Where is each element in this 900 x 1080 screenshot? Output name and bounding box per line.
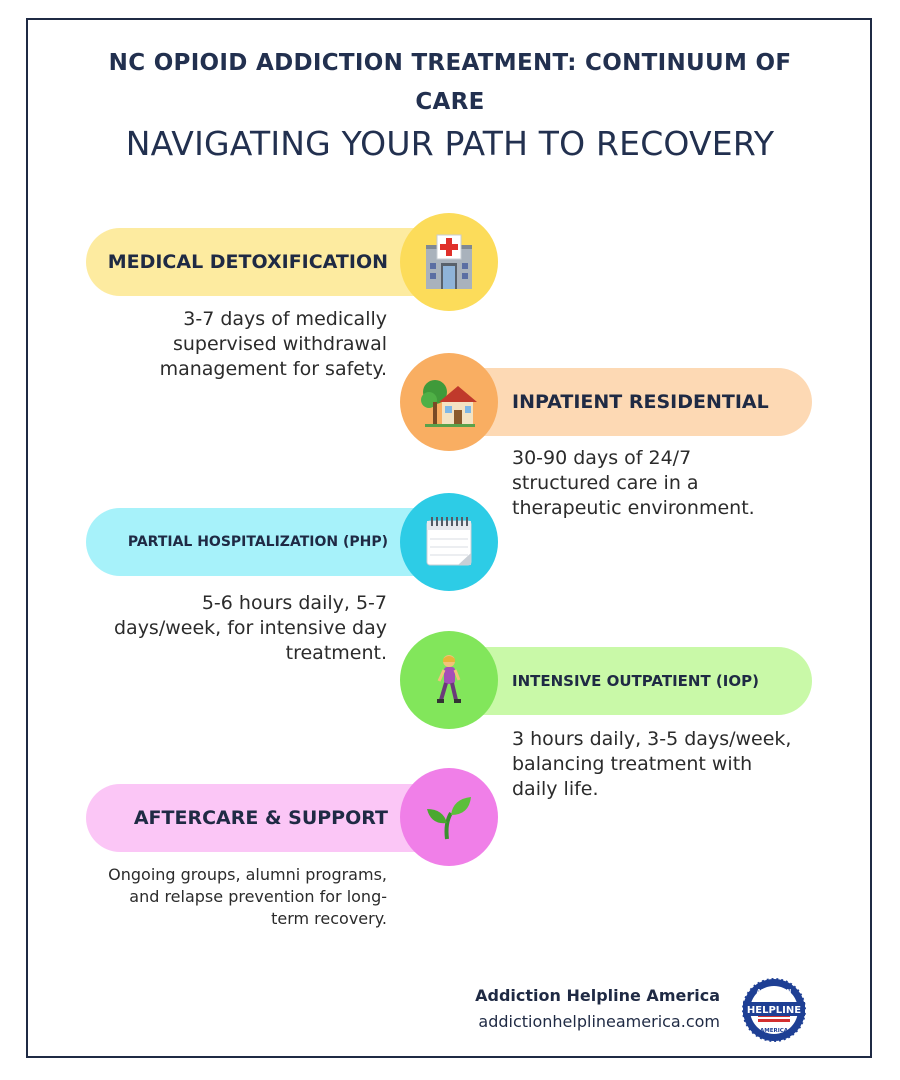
house-with-garden-icon (421, 380, 477, 427)
stage-pill-aftercare-support: AFTERCARE & SUPPORT (86, 784, 456, 852)
stage-description: Ongoing groups, alumni programs, and rel… (108, 865, 387, 928)
stage-label: INTENSIVE OUTPATIENT (IOP) (512, 672, 759, 690)
organization-name: Addiction Helpline America (475, 986, 720, 1005)
stage-label: PARTIAL HOSPITALIZATION (PHP) (127, 534, 388, 550)
stage-pill-intensive-outpatient: INTENSIVE OUTPATIENT (IOP) (440, 647, 812, 715)
stage-circle-medical-detoxification (400, 213, 498, 311)
seedling-icon (427, 797, 471, 840)
logo-bottom-text: AMERICA (760, 1028, 789, 1034)
logo-top-text: ADDICTION (757, 989, 792, 995)
website-url[interactable]: addictionhelplineamerica.com (478, 1012, 720, 1031)
stage-circle-inpatient-residential (400, 353, 498, 451)
stage-label: AFTERCARE & SUPPORT (133, 807, 388, 829)
stage-label: INPATIENT RESIDENTIAL (512, 391, 769, 413)
stage-description: 30-90 days of 24/7 structured care in a … (512, 447, 755, 519)
stage-pill-inpatient-residential: INPATIENT RESIDENTIAL (440, 368, 812, 436)
helpline-logo: HELPLINE ADDICTION AMERICA (741, 977, 807, 1043)
stage-pill-partial-hospitalization: PARTIAL HOSPITALIZATION (PHP) (86, 508, 456, 576)
stage-circle-aftercare-support (400, 768, 498, 866)
person-walking-icon (437, 655, 461, 703)
calendar-icon (426, 517, 472, 566)
stage-description: 3-7 days of medically supervised withdra… (159, 308, 387, 380)
page-title: NC OPIOID ADDICTION TREATMENT: CONTINUUM… (108, 50, 792, 115)
page-subtitle: NAVIGATING YOUR PATH TO RECOVERY (125, 124, 775, 163)
stage-pill-medical-detoxification: MEDICAL DETOXIFICATION (86, 228, 456, 296)
stage-description: 3 hours daily, 3-5 days/week, balancing … (512, 728, 792, 800)
stage-label: MEDICAL DETOXIFICATION (107, 251, 388, 273)
hospital-icon (426, 234, 472, 289)
stage-circle-intensive-outpatient (400, 631, 498, 729)
stage-circle-partial-hospitalization (400, 493, 498, 591)
stage-description: 5-6 hours daily, 5-7 days/week, for inte… (113, 592, 387, 664)
logo-text: HELPLINE (747, 1005, 801, 1016)
